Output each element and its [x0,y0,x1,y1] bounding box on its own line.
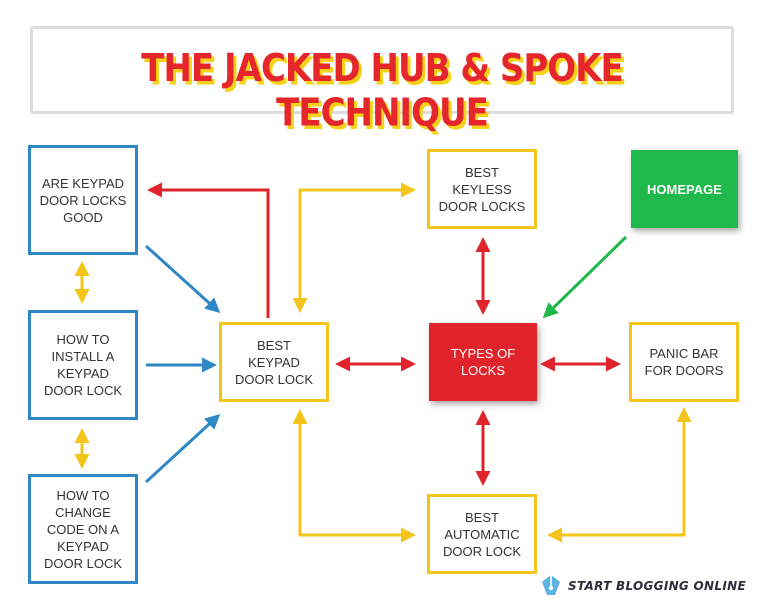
node-homepage: HOMEPAGE [631,150,738,228]
node-how-to-change-code-keypad-door-lock: HOW TO CHANGE CODE ON A KEYPAD DOOR LOCK [28,474,138,584]
arrow-keypad-automatic [292,409,416,543]
node-how-to-install-keypad-door-lock: HOW TO INSTALL A KEYPAD DOOR LOCK [28,310,138,420]
node-panic-bar-for-doors: PANIC BAR FOR DOORS [629,322,739,402]
brand-logo: START BLOGGING ONLINE [540,574,746,598]
title-box: THE JACKED HUB & SPOKE TECHNIQUE [30,26,734,136]
node-types-of-locks: TYPES OF LOCKS [429,323,537,401]
arrow-keypad-to-are-keypad [147,182,270,318]
arrow-keypad-keyless [292,182,416,313]
node-are-keypad-door-locks-good: ARE KEYPAD DOOR LOCKS GOOD [28,145,138,255]
node-best-keyless-door-locks: BEST KEYLESS DOOR LOCKS [427,149,537,229]
pen-nib-icon [542,575,560,595]
brand-name: START BLOGGING ONLINE [568,579,746,593]
arrow-are-to-keypad [144,244,221,314]
diagram-title: THE JACKED HUB & SPOKE TECHNIQUE [141,46,623,136]
arrow-change-to-keypad [144,413,221,484]
node-best-keypad-door-lock: BEST KEYPAD DOOR LOCK [219,322,329,402]
node-best-automatic-door-lock: BEST AUTOMATIC DOOR LOCK [427,494,537,574]
arrow-automatic-panic [547,407,692,543]
arrow-homepage-to-types [542,235,628,319]
